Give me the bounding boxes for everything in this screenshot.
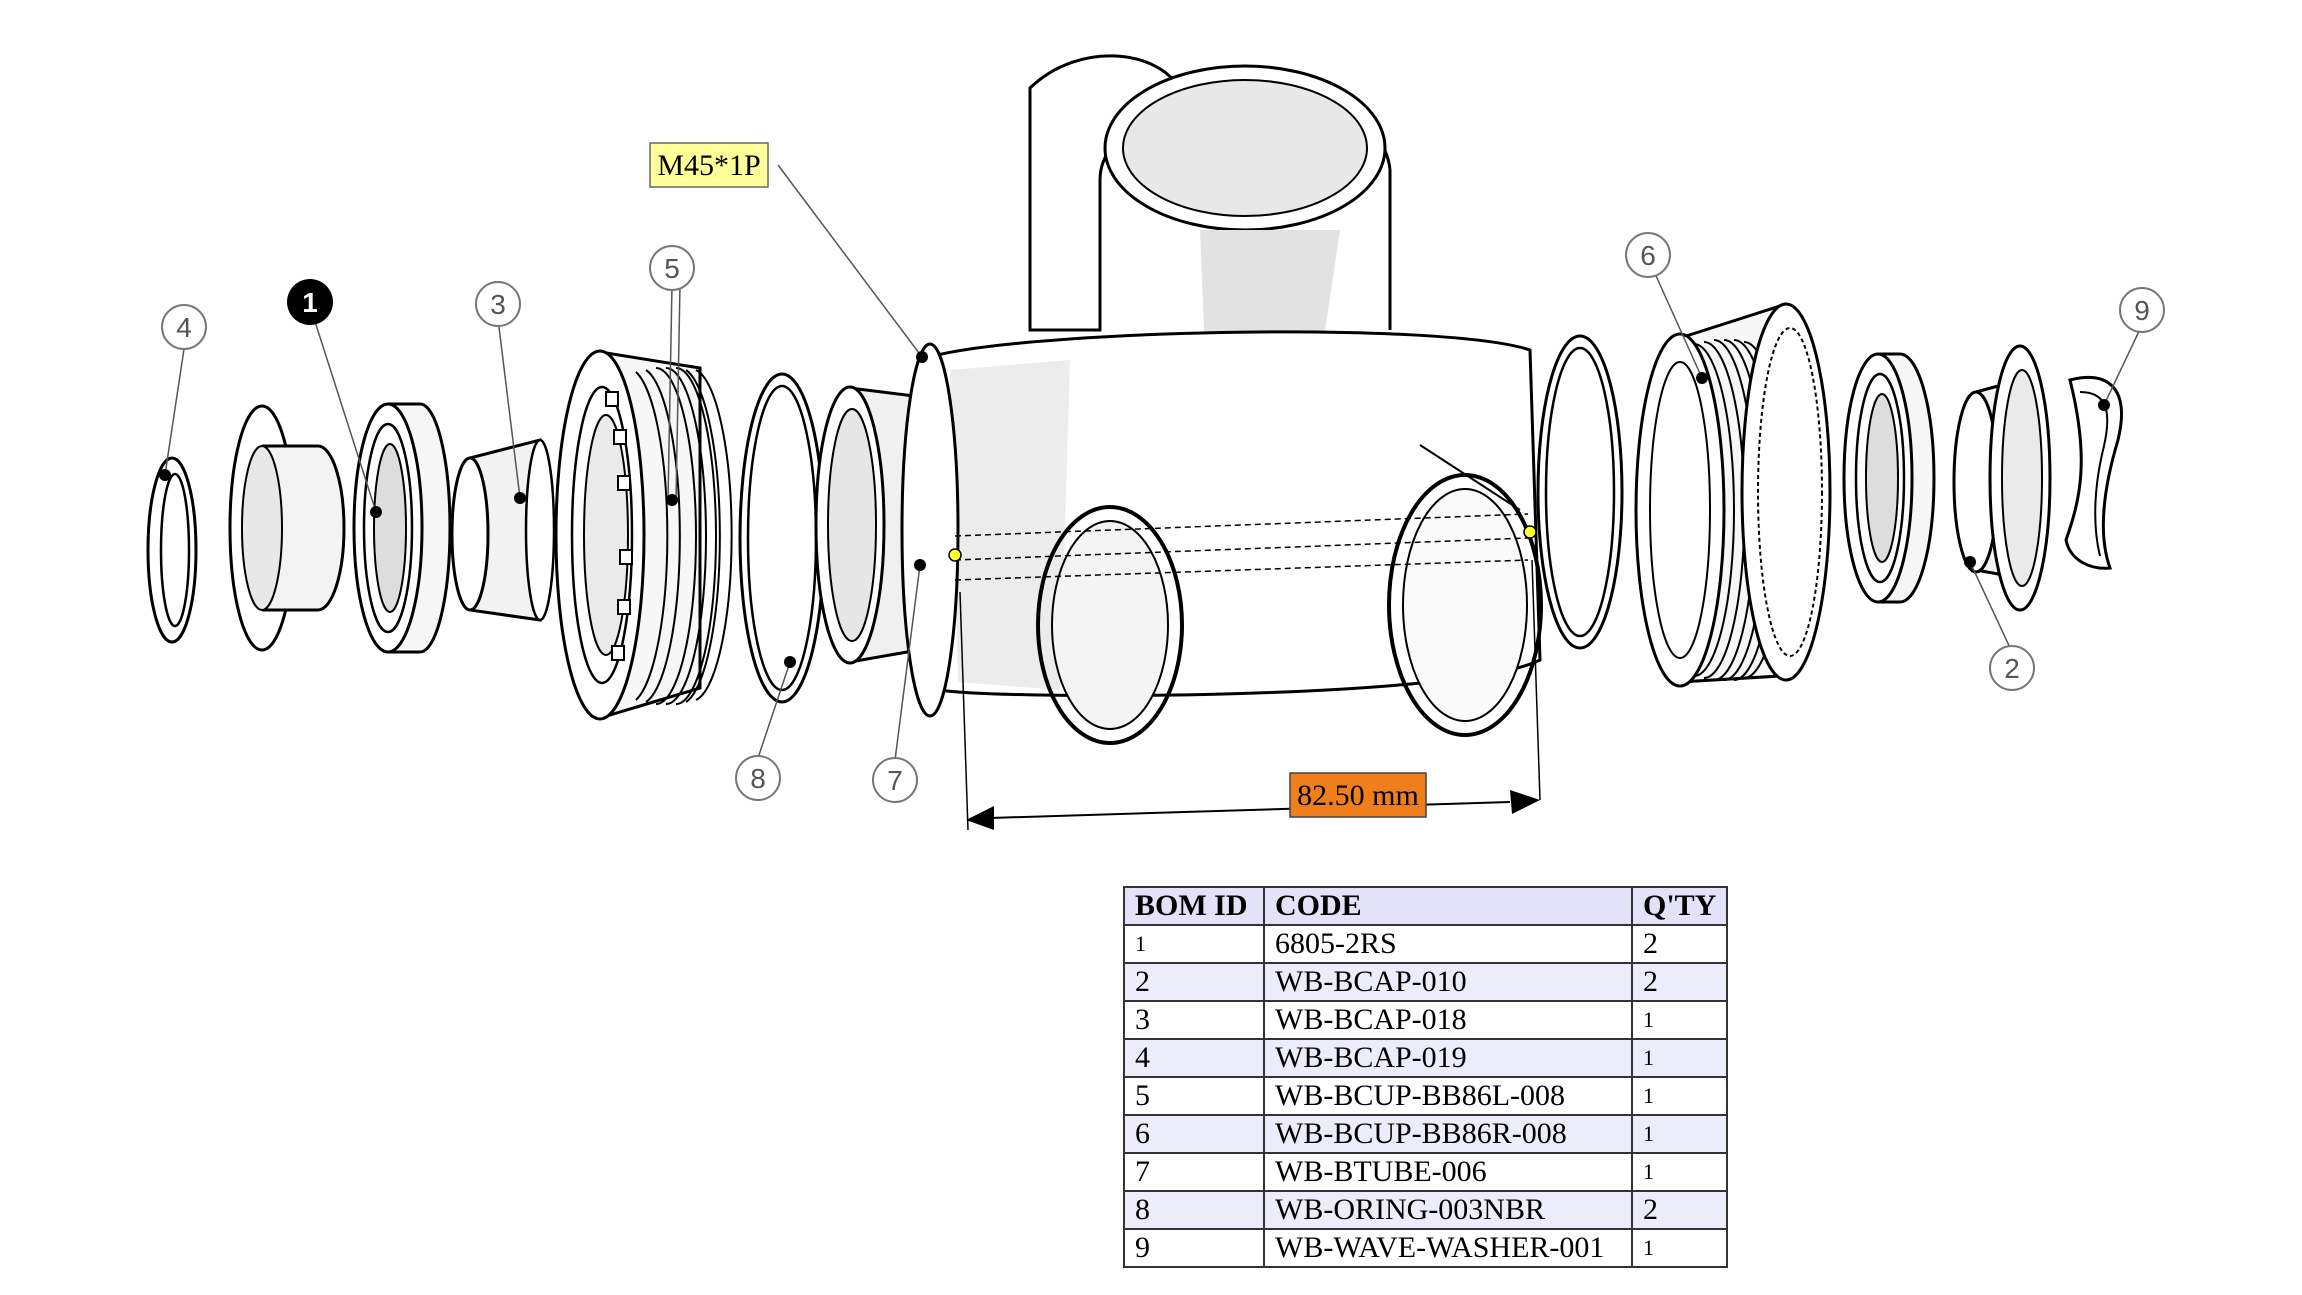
- bom-id: 4: [1123, 1038, 1265, 1078]
- part-4-washer: [146, 456, 198, 644]
- svg-text:5: 5: [664, 253, 680, 284]
- svg-text:7: 7: [887, 765, 903, 796]
- bom-qty: 1: [1630, 1228, 1729, 1268]
- bom-table: BOM ID CODE Q'TY 1 6805-2RS 2 2 WB-BCAP-…: [1123, 886, 1729, 1268]
- bom-header-id: BOM ID: [1123, 886, 1265, 926]
- bom-id: 8: [1123, 1190, 1265, 1230]
- callout-1: 1: [287, 279, 333, 325]
- callout-9: 9: [2119, 287, 2165, 333]
- part-7-sleeve-left: [814, 385, 932, 665]
- part-9-wave-washer: [2064, 376, 2123, 570]
- bom-row: 4 WB-BCAP-019 1: [1123, 1038, 1729, 1078]
- callout-4: 4: [161, 304, 207, 350]
- bom-qty: 2: [1630, 962, 1729, 1002]
- part-8-oring-left: [738, 372, 826, 704]
- svg-text:8: 8: [750, 763, 766, 794]
- bom-code: WB-BCUP-BB86R-008: [1263, 1114, 1633, 1154]
- bom-row: 1 6805-2RS 2: [1123, 924, 1729, 964]
- part-cap-left-outer: [228, 404, 346, 652]
- callout-8: 8: [735, 755, 781, 801]
- bom-header-row: BOM ID CODE Q'TY: [1123, 886, 1729, 926]
- part-6-cup-right: [1634, 302, 1832, 688]
- thread-spec-label: M45*1P: [649, 142, 769, 188]
- bom-header-code: CODE: [1263, 886, 1633, 926]
- callout-3: 3: [475, 281, 521, 327]
- bom-code: WB-ORING-003NBR: [1263, 1190, 1633, 1230]
- part-3-spacer: [450, 438, 556, 622]
- bom-header-qty: Q'TY: [1630, 886, 1729, 926]
- bom-id: 5: [1123, 1076, 1265, 1116]
- svg-text:82.50 mm: 82.50 mm: [1297, 779, 1419, 812]
- bom-row: 7 WB-BTUBE-006 1: [1123, 1152, 1729, 1192]
- bom-code: WB-BCAP-010: [1263, 962, 1633, 1002]
- bom-qty: 1: [1630, 1076, 1729, 1116]
- bom-qty: 1: [1630, 1000, 1729, 1040]
- leader-lines: [164, 164, 2143, 761]
- bom-id: 9: [1123, 1228, 1265, 1268]
- bom-qty: 1: [1630, 1152, 1729, 1192]
- bom-id: 7: [1123, 1152, 1265, 1192]
- bom-qty: 2: [1630, 1190, 1729, 1230]
- bom-row: 2 WB-BCAP-010 2: [1123, 962, 1729, 1002]
- part-2-cap-right: [1952, 344, 2052, 612]
- svg-text:3: 3: [490, 289, 506, 320]
- callout-2: 2: [1989, 645, 2035, 691]
- bom-id: 3: [1123, 1000, 1265, 1040]
- bom-qty: 1: [1630, 1038, 1729, 1078]
- bom-row: 9 WB-WAVE-WASHER-001 1: [1123, 1228, 1729, 1268]
- bom-qty: 2: [1630, 924, 1729, 964]
- callout-6: 6: [1625, 232, 1671, 278]
- svg-text:9: 9: [2134, 295, 2150, 326]
- dimension-label: 82.50 mm: [1289, 772, 1427, 818]
- svg-text:M45*1P: M45*1P: [657, 149, 760, 182]
- callout-7: 7: [872, 757, 918, 803]
- part-5-cup-left: [554, 349, 733, 721]
- part-8-oring-right: [1536, 334, 1624, 650]
- bom-code: WB-WAVE-WASHER-001: [1263, 1228, 1633, 1268]
- bom-id: 2: [1123, 962, 1265, 1002]
- part-1-bearing-right: [1842, 352, 1936, 604]
- part-1-bearing-left: [352, 402, 452, 654]
- leader-dots: [159, 351, 2110, 668]
- bom-qty: 1: [1630, 1114, 1729, 1154]
- svg-text:1: 1: [302, 287, 318, 318]
- bom-code: 6805-2RS: [1263, 924, 1633, 964]
- bom-code: WB-BTUBE-006: [1263, 1152, 1633, 1192]
- bom-row: 5 WB-BCUP-BB86L-008 1: [1123, 1076, 1729, 1116]
- svg-text:6: 6: [1640, 240, 1656, 271]
- bom-code: WB-BCUP-BB86L-008: [1263, 1076, 1633, 1116]
- callout-5: 5: [649, 245, 695, 291]
- bom-id: 1: [1123, 924, 1265, 964]
- bom-row: 6 WB-BCUP-BB86R-008 1: [1123, 1114, 1729, 1154]
- bom-id: 6: [1123, 1114, 1265, 1154]
- frame-shell: [900, 54, 1543, 745]
- bom-code: WB-BCAP-019: [1263, 1038, 1633, 1078]
- bom-row: 8 WB-ORING-003NBR 2: [1123, 1190, 1729, 1230]
- bom-code: WB-BCAP-018: [1263, 1000, 1633, 1040]
- svg-text:4: 4: [176, 312, 192, 343]
- svg-text:2: 2: [2004, 653, 2020, 684]
- bom-row: 3 WB-BCAP-018 1: [1123, 1000, 1729, 1040]
